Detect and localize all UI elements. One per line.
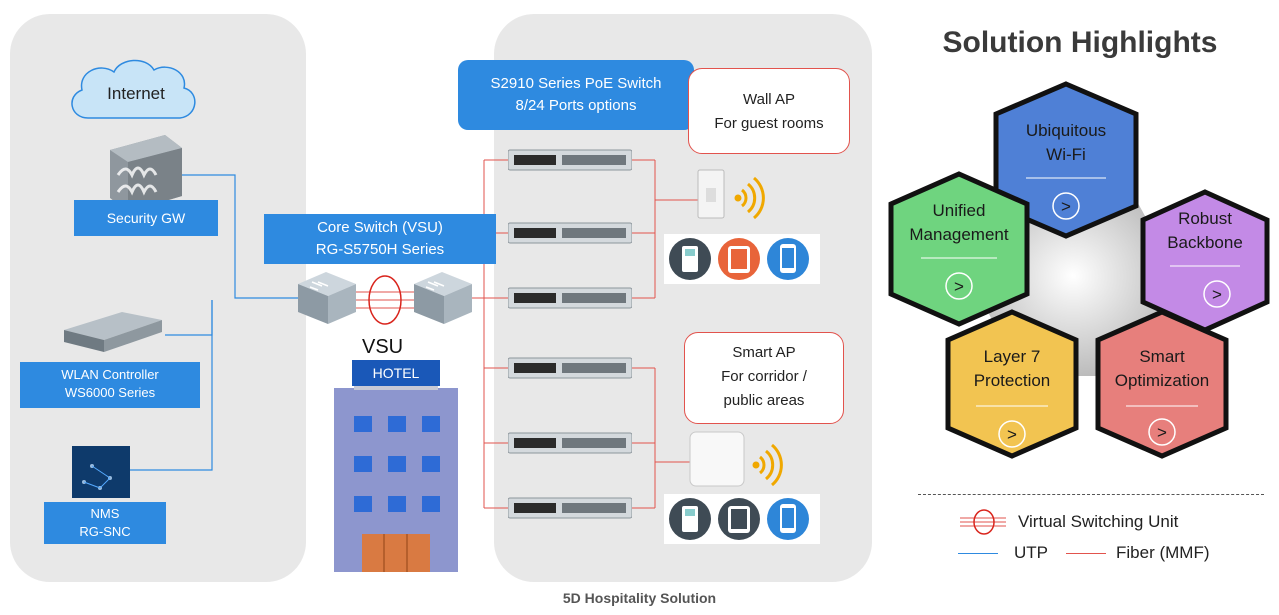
smart-ap-line3: public areas bbox=[723, 392, 805, 409]
highlight-smart-optimization-line1: Smart bbox=[1139, 347, 1185, 366]
legend-vsu-icon bbox=[960, 509, 1006, 535]
legend-vsu-text: Virtual Switching Unit bbox=[1018, 512, 1179, 531]
access-switch-line1: S2910 Series PoE Switch bbox=[490, 75, 662, 92]
highlight-ubiquitous-wifi-arrow: > bbox=[1061, 197, 1071, 216]
arrow-circle-icon[interactable] bbox=[1052, 192, 1080, 220]
network-diagram bbox=[64, 59, 698, 572]
highlights-hexagons: Ubiquitous Wi-Fi > Unified Management > … bbox=[888, 81, 1270, 459]
vsu-label: VSU bbox=[362, 336, 404, 358]
access-switch-icon bbox=[507, 149, 633, 171]
nms-screen-icon bbox=[72, 446, 130, 498]
utp-links bbox=[130, 174, 300, 471]
wall-ap-line1: Wall AP bbox=[743, 91, 795, 108]
nms-line2: RG-SNC bbox=[79, 524, 131, 539]
highlight-robust-backbone-line1: Robust bbox=[1178, 209, 1232, 228]
wifi-signal-icon bbox=[734, 176, 765, 220]
wall-ap-callout: Wall AP For guest rooms bbox=[688, 68, 850, 154]
legend-utp-line bbox=[958, 553, 998, 554]
smart-ap-icon bbox=[689, 431, 745, 487]
highlight-smart-optimization[interactable]: Smart Optimization > bbox=[1095, 309, 1229, 459]
wall-ap-icon bbox=[697, 169, 725, 219]
highlight-unified-management-line2: Management bbox=[909, 225, 1009, 244]
highlight-robust-backbone[interactable]: Robust Backbone > bbox=[1140, 189, 1270, 333]
hotel-building-icon bbox=[334, 378, 458, 572]
legend-fiber-line bbox=[1066, 553, 1106, 554]
access-switch-line2: 8/24 Ports options bbox=[515, 97, 637, 114]
wifi-signal-icon bbox=[752, 443, 783, 487]
access-switch-label: S2910 Series PoE Switch 8/24 Ports optio… bbox=[458, 60, 694, 130]
smart-ap-callout: Smart AP For corridor / public areas bbox=[684, 332, 844, 424]
access-switch-icon bbox=[507, 357, 633, 379]
firewall-icon bbox=[110, 135, 182, 212]
legend-divider bbox=[918, 494, 1264, 495]
cloud-icon bbox=[71, 59, 196, 119]
highlight-layer7-protection-line2: Protection bbox=[974, 371, 1051, 390]
nms-label: NMS RG-SNC bbox=[44, 502, 166, 544]
smart-ap-line2: For corridor / bbox=[721, 368, 807, 385]
security-gw-label: Security GW bbox=[74, 200, 218, 236]
arrow-circle-icon[interactable] bbox=[1203, 280, 1231, 308]
core-switch-line2: RG-S5750H Series bbox=[315, 241, 445, 258]
wlan-controller-icon bbox=[64, 312, 162, 352]
highlight-unified-management[interactable]: Unified Management > bbox=[888, 171, 1030, 327]
core-switch-label: Core Switch (VSU) RG-S5750H Series bbox=[264, 214, 496, 264]
access-switch-icon bbox=[507, 222, 633, 244]
highlight-robust-backbone-line2: Backbone bbox=[1167, 233, 1243, 252]
arrow-circle-icon[interactable] bbox=[998, 420, 1026, 448]
access-switch-icon bbox=[507, 432, 633, 454]
highlight-layer7-protection[interactable]: Layer 7 Protection > bbox=[945, 309, 1079, 459]
wall-ap-line2: For guest rooms bbox=[714, 115, 824, 132]
highlight-layer7-protection-line1: Layer 7 bbox=[984, 347, 1041, 366]
diagram-caption: 5D Hospitality Solution bbox=[562, 590, 717, 606]
wlan-controller-line2: WS6000 Series bbox=[64, 385, 156, 400]
hotel-sign: HOTEL bbox=[352, 360, 440, 386]
core-switch-line1: Core Switch (VSU) bbox=[317, 219, 443, 236]
highlight-unified-management-line1: Unified bbox=[933, 201, 986, 220]
access-switch-icon bbox=[507, 287, 633, 309]
highlight-ubiquitous-wifi-line1: Ubiquitous bbox=[1026, 121, 1106, 140]
access-switch-list bbox=[507, 0, 633, 610]
legend-fiber-text: Fiber (MMF) bbox=[1116, 543, 1210, 562]
highlight-robust-backbone-arrow: > bbox=[1212, 285, 1222, 304]
core-switch-icon-left bbox=[298, 272, 356, 324]
legend-utp-text: UTP bbox=[1014, 543, 1048, 562]
highlight-smart-optimization-arrow: > bbox=[1157, 423, 1167, 442]
access-switch-icon bbox=[507, 497, 633, 519]
highlight-ubiquitous-wifi[interactable]: Ubiquitous Wi-Fi > bbox=[993, 81, 1139, 239]
core-switch-icon-right bbox=[414, 272, 472, 324]
client-devices-row-2 bbox=[664, 494, 820, 544]
access-switch-icons bbox=[507, 149, 633, 519]
arrow-circle-icon[interactable] bbox=[1148, 418, 1176, 446]
internet-label: Internet bbox=[107, 84, 165, 103]
highlight-ubiquitous-wifi-line2: Wi-Fi bbox=[1046, 145, 1086, 164]
client-devices-row-1 bbox=[664, 234, 820, 284]
endpoint-devices bbox=[664, 169, 820, 544]
highlight-smart-optimization-line2: Optimization bbox=[1115, 371, 1209, 390]
smart-ap-line1: Smart AP bbox=[732, 344, 796, 361]
wlan-controller-label: WLAN Controller WS6000 Series bbox=[20, 362, 200, 408]
highlights-title: Solution Highlights bbox=[942, 26, 1218, 59]
vsu-ring-icon bbox=[368, 275, 402, 325]
arrow-circle-icon[interactable] bbox=[945, 272, 973, 300]
highlight-unified-management-arrow: > bbox=[954, 277, 964, 296]
wlan-controller-line1: WLAN Controller bbox=[61, 367, 159, 382]
nms-line1: NMS bbox=[90, 506, 120, 521]
highlight-layer7-protection-arrow: > bbox=[1007, 425, 1017, 444]
security-gw-text: Security GW bbox=[106, 210, 186, 226]
